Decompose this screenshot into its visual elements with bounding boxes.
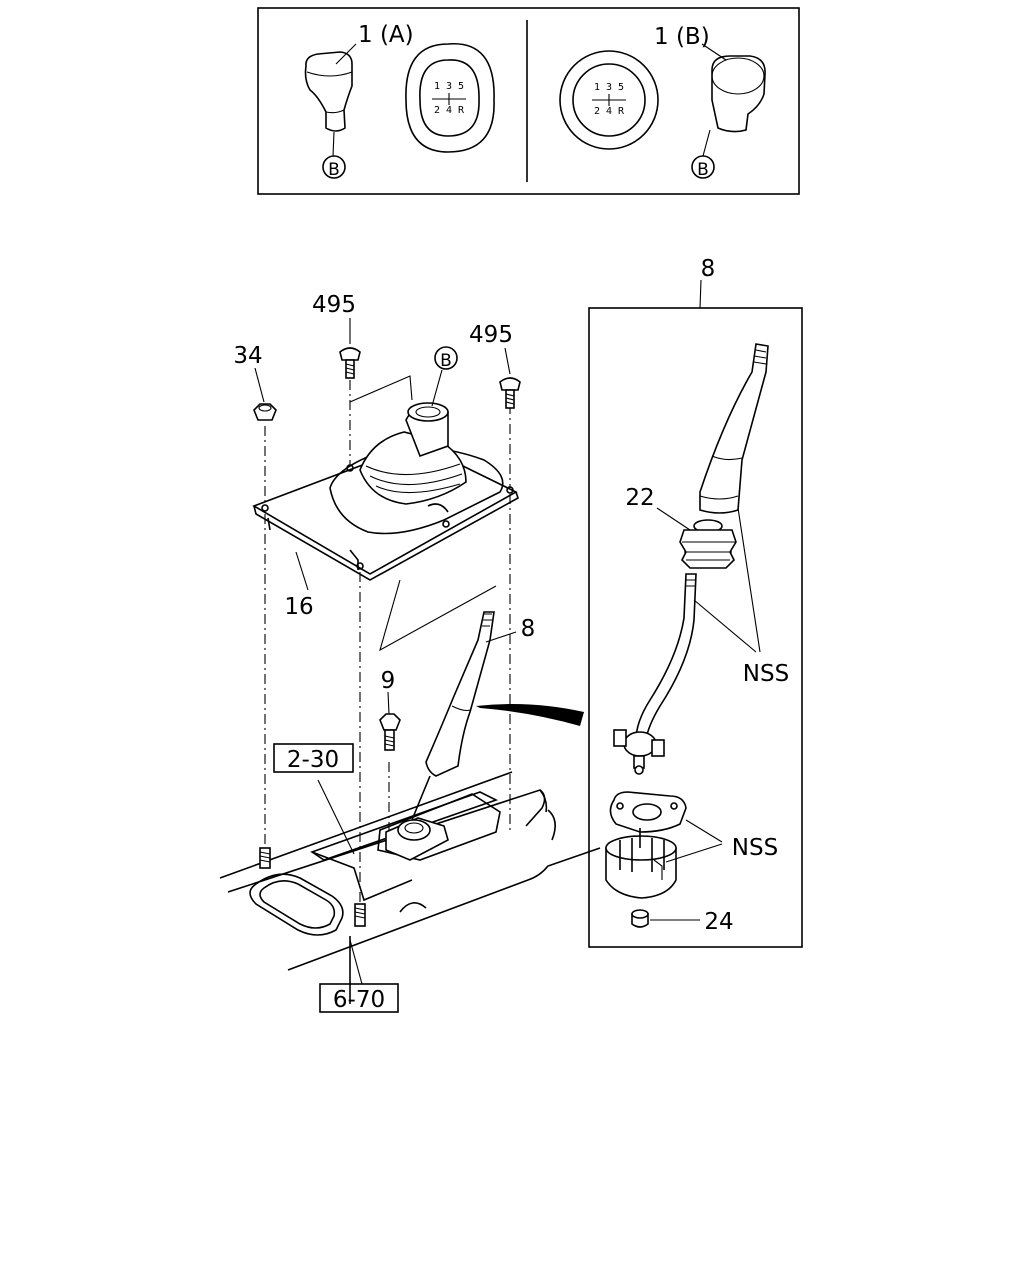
label-plate-16: 16 xyxy=(284,594,313,620)
svg-text:6-70: 6-70 xyxy=(333,987,385,1013)
label-lever-8: 8 xyxy=(521,616,536,642)
circle-b-marker: B xyxy=(322,155,346,180)
bushing-24 xyxy=(631,909,649,928)
label-bolt-495-left: 495 xyxy=(312,292,356,318)
shift-pattern-plate-a: 1 3 5 2 4 R xyxy=(405,43,495,153)
knob-a-illustration xyxy=(304,43,357,157)
shift-pattern-plate-b: 1 3 5 2 4 R xyxy=(559,50,659,150)
svg-text:1 3 5: 1 3 5 xyxy=(434,81,464,92)
pivot-ball xyxy=(613,729,665,775)
gasket-plate xyxy=(609,791,687,833)
stud-bolts xyxy=(259,847,366,927)
bolt-495-right xyxy=(499,377,521,409)
label-bushing-24: 24 xyxy=(704,909,733,935)
detail-callout-arrow xyxy=(476,704,584,726)
svg-text:2-30: 2-30 xyxy=(287,747,339,773)
boot-plate-16 xyxy=(252,402,519,581)
circle-b-marker-main: B xyxy=(434,346,458,371)
svg-text:2 4 R: 2 4 R xyxy=(434,105,465,116)
svg-text:2 4 R: 2 4 R xyxy=(594,106,625,117)
knob-variants-inset: 1 (A) B 1 3 5 2 4 R 1 3 5 2 4 R xyxy=(257,7,800,195)
label-knob-b: 1 (B) xyxy=(654,24,710,50)
lever-housing xyxy=(605,828,677,899)
label-knob-a: 1 (A) xyxy=(358,22,414,48)
label-bolt-9: 9 xyxy=(381,668,396,694)
guide-lines xyxy=(264,380,511,985)
boot-22 xyxy=(679,519,737,569)
label-nut-34: 34 xyxy=(233,343,262,369)
ref-box-2-30: 2-30 xyxy=(273,743,354,773)
label-nss-upper: NSS xyxy=(743,661,789,687)
lever-detail-box xyxy=(588,279,803,948)
svg-text:B: B xyxy=(697,160,709,180)
ref-box-6-70: 6-70 xyxy=(319,983,399,1013)
bolt-495-left xyxy=(339,347,361,379)
svg-text:B: B xyxy=(440,351,452,371)
shift-lever-main xyxy=(385,611,495,861)
label-boot-22: 22 xyxy=(625,485,654,511)
nut-34 xyxy=(253,403,277,421)
main-assembly xyxy=(219,318,601,1004)
label-bolt-495-right: 495 xyxy=(469,322,513,348)
label-detail-lever-8: 8 xyxy=(701,256,716,282)
label-nss-lower: NSS xyxy=(732,835,778,861)
svg-text:1 3 5: 1 3 5 xyxy=(594,82,624,93)
bolt-9 xyxy=(379,713,401,751)
knob-b-illustration xyxy=(701,43,766,157)
circle-b-marker-right: B xyxy=(691,155,715,180)
svg-text:B: B xyxy=(328,160,340,180)
floor-panel xyxy=(219,771,601,1004)
